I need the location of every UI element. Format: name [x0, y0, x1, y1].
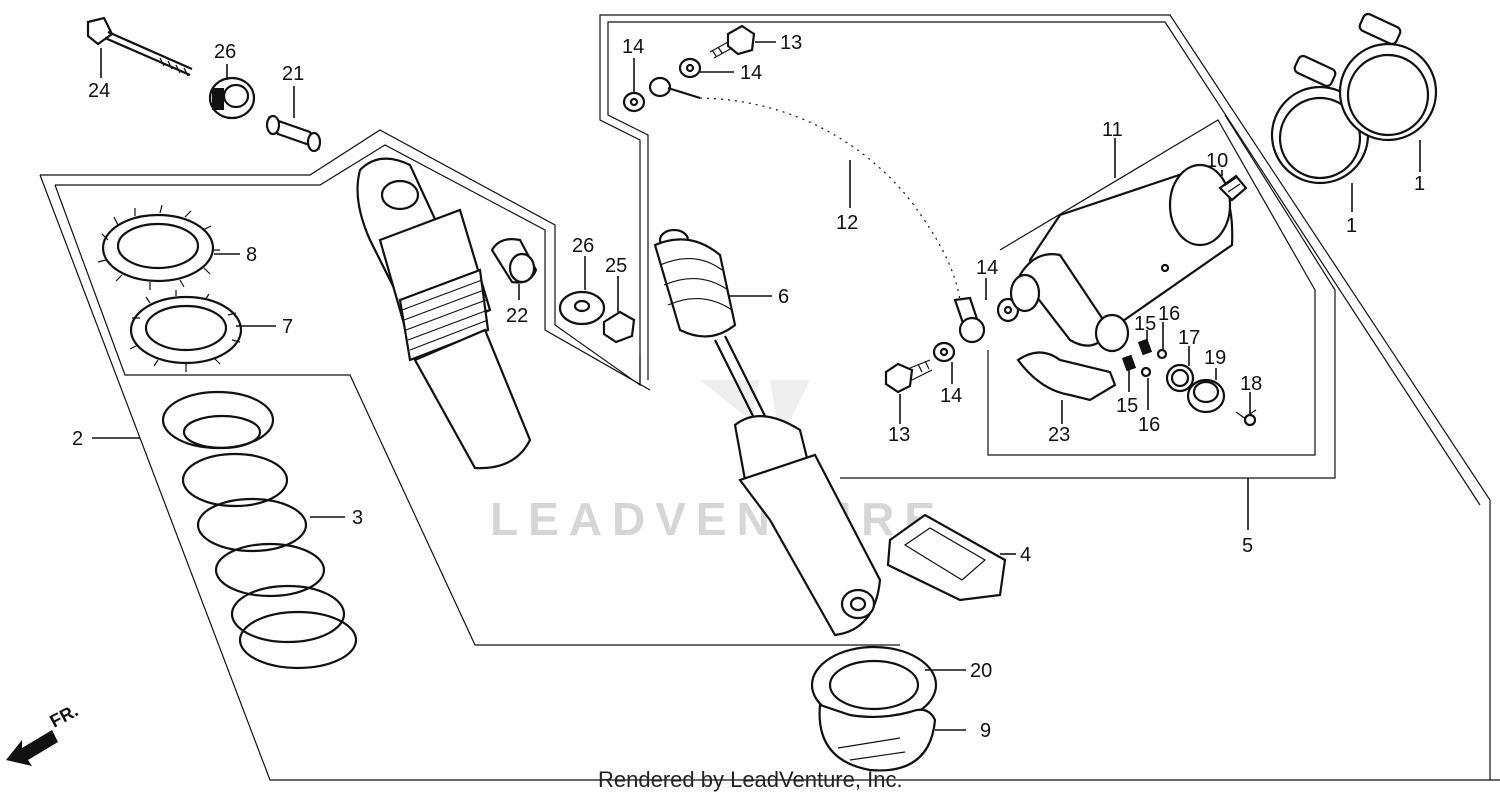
callout-18: 18: [1240, 373, 1262, 395]
callout-14-right: 14: [976, 257, 998, 279]
callout-23: 23: [1048, 424, 1070, 446]
callout-26-lower: 26: [572, 235, 594, 257]
protector-part-23: [1016, 351, 1117, 402]
valve-part-10: [1218, 174, 1248, 202]
guard-part-4: [886, 513, 1007, 602]
adjuster-nut-part-7: [129, 290, 243, 372]
callout-14-bottom: 14: [940, 385, 962, 407]
callout-17: 17: [1178, 327, 1200, 349]
callout-1-right: 1: [1414, 173, 1425, 195]
callout-15-bottom: 15: [1116, 395, 1138, 417]
banjo-bolt-part-13-top: [709, 24, 756, 59]
callout-10: 10: [1206, 150, 1228, 172]
callout-20: 20: [970, 660, 992, 682]
damper-rod-part-6: [653, 228, 766, 421]
clamp-part-1: [1270, 12, 1438, 185]
callout-14-top: 14: [740, 62, 762, 84]
outline-reservoir-group: [599, 14, 1491, 780]
callout-16-bottom: 16: [1138, 414, 1160, 436]
outline-reservoir-inner: [607, 21, 1481, 506]
outline-group-5: [840, 114, 1336, 479]
callout-3: 3: [352, 507, 363, 529]
callout-25: 25: [605, 255, 627, 277]
washer-part-26-lower: [558, 290, 606, 326]
callout-9: 9: [980, 720, 991, 742]
lower-clevis-part: [733, 415, 882, 637]
reservoir-part-11: [1009, 163, 1234, 353]
outline-spring-lower: [54, 184, 900, 646]
bushing-part-22: [490, 238, 538, 284]
nut-part-25: [602, 310, 636, 344]
small-parts-15-19: [1121, 338, 1257, 427]
callout-22: 22: [506, 305, 528, 327]
callout-4: 4: [1020, 544, 1031, 566]
outline-spring-box: [55, 144, 651, 391]
credit-text: Rendered by LeadVenture, Inc.: [598, 767, 903, 792]
callout-6: 6: [778, 286, 789, 308]
callout-26-top: 26: [214, 41, 236, 63]
callout-7: 7: [282, 316, 293, 338]
outline-subtank: [987, 119, 1316, 456]
callout-21: 21: [282, 63, 304, 85]
lock-nut-part-8: [97, 204, 220, 290]
callout-labels: 24 26 21 8 7 2 3 22 26 25 6 14 14 13 12 …: [72, 32, 1425, 742]
callout-13-top: 13: [780, 32, 802, 54]
spring-part-3: [161, 390, 358, 670]
callout-5: 5: [1242, 535, 1253, 557]
callout-2: 2: [72, 428, 83, 450]
banjo-bolt-part-13-bottom: [884, 359, 933, 394]
bolt-part-24: [86, 16, 193, 77]
callout-14-top-left: 14: [622, 36, 644, 58]
callout-8: 8: [246, 244, 257, 266]
front-direction-label: FR.: [46, 700, 81, 731]
shock-body-part: [356, 157, 532, 470]
callout-15-top: 15: [1134, 313, 1156, 335]
callout-12: 12: [836, 212, 858, 234]
outline-main-lower: [39, 174, 1500, 781]
callout-19: 19: [1204, 347, 1226, 369]
callout-16-top: 16: [1158, 303, 1180, 325]
callout-13-bottom: 13: [888, 424, 910, 446]
watermark-text: LEADVENTURE: [490, 493, 945, 545]
callout-24: 24: [88, 80, 110, 102]
nut-part-26-top: [208, 76, 256, 120]
leader-lines: [92, 41, 1421, 731]
bump-stopper-part-9: [818, 703, 937, 772]
callout-1-left: 1: [1346, 215, 1357, 237]
collar-part-21: [265, 114, 322, 153]
front-direction-arrow: [6, 730, 58, 766]
hose-part-12: [648, 76, 986, 344]
callout-11: 11: [1102, 119, 1123, 141]
